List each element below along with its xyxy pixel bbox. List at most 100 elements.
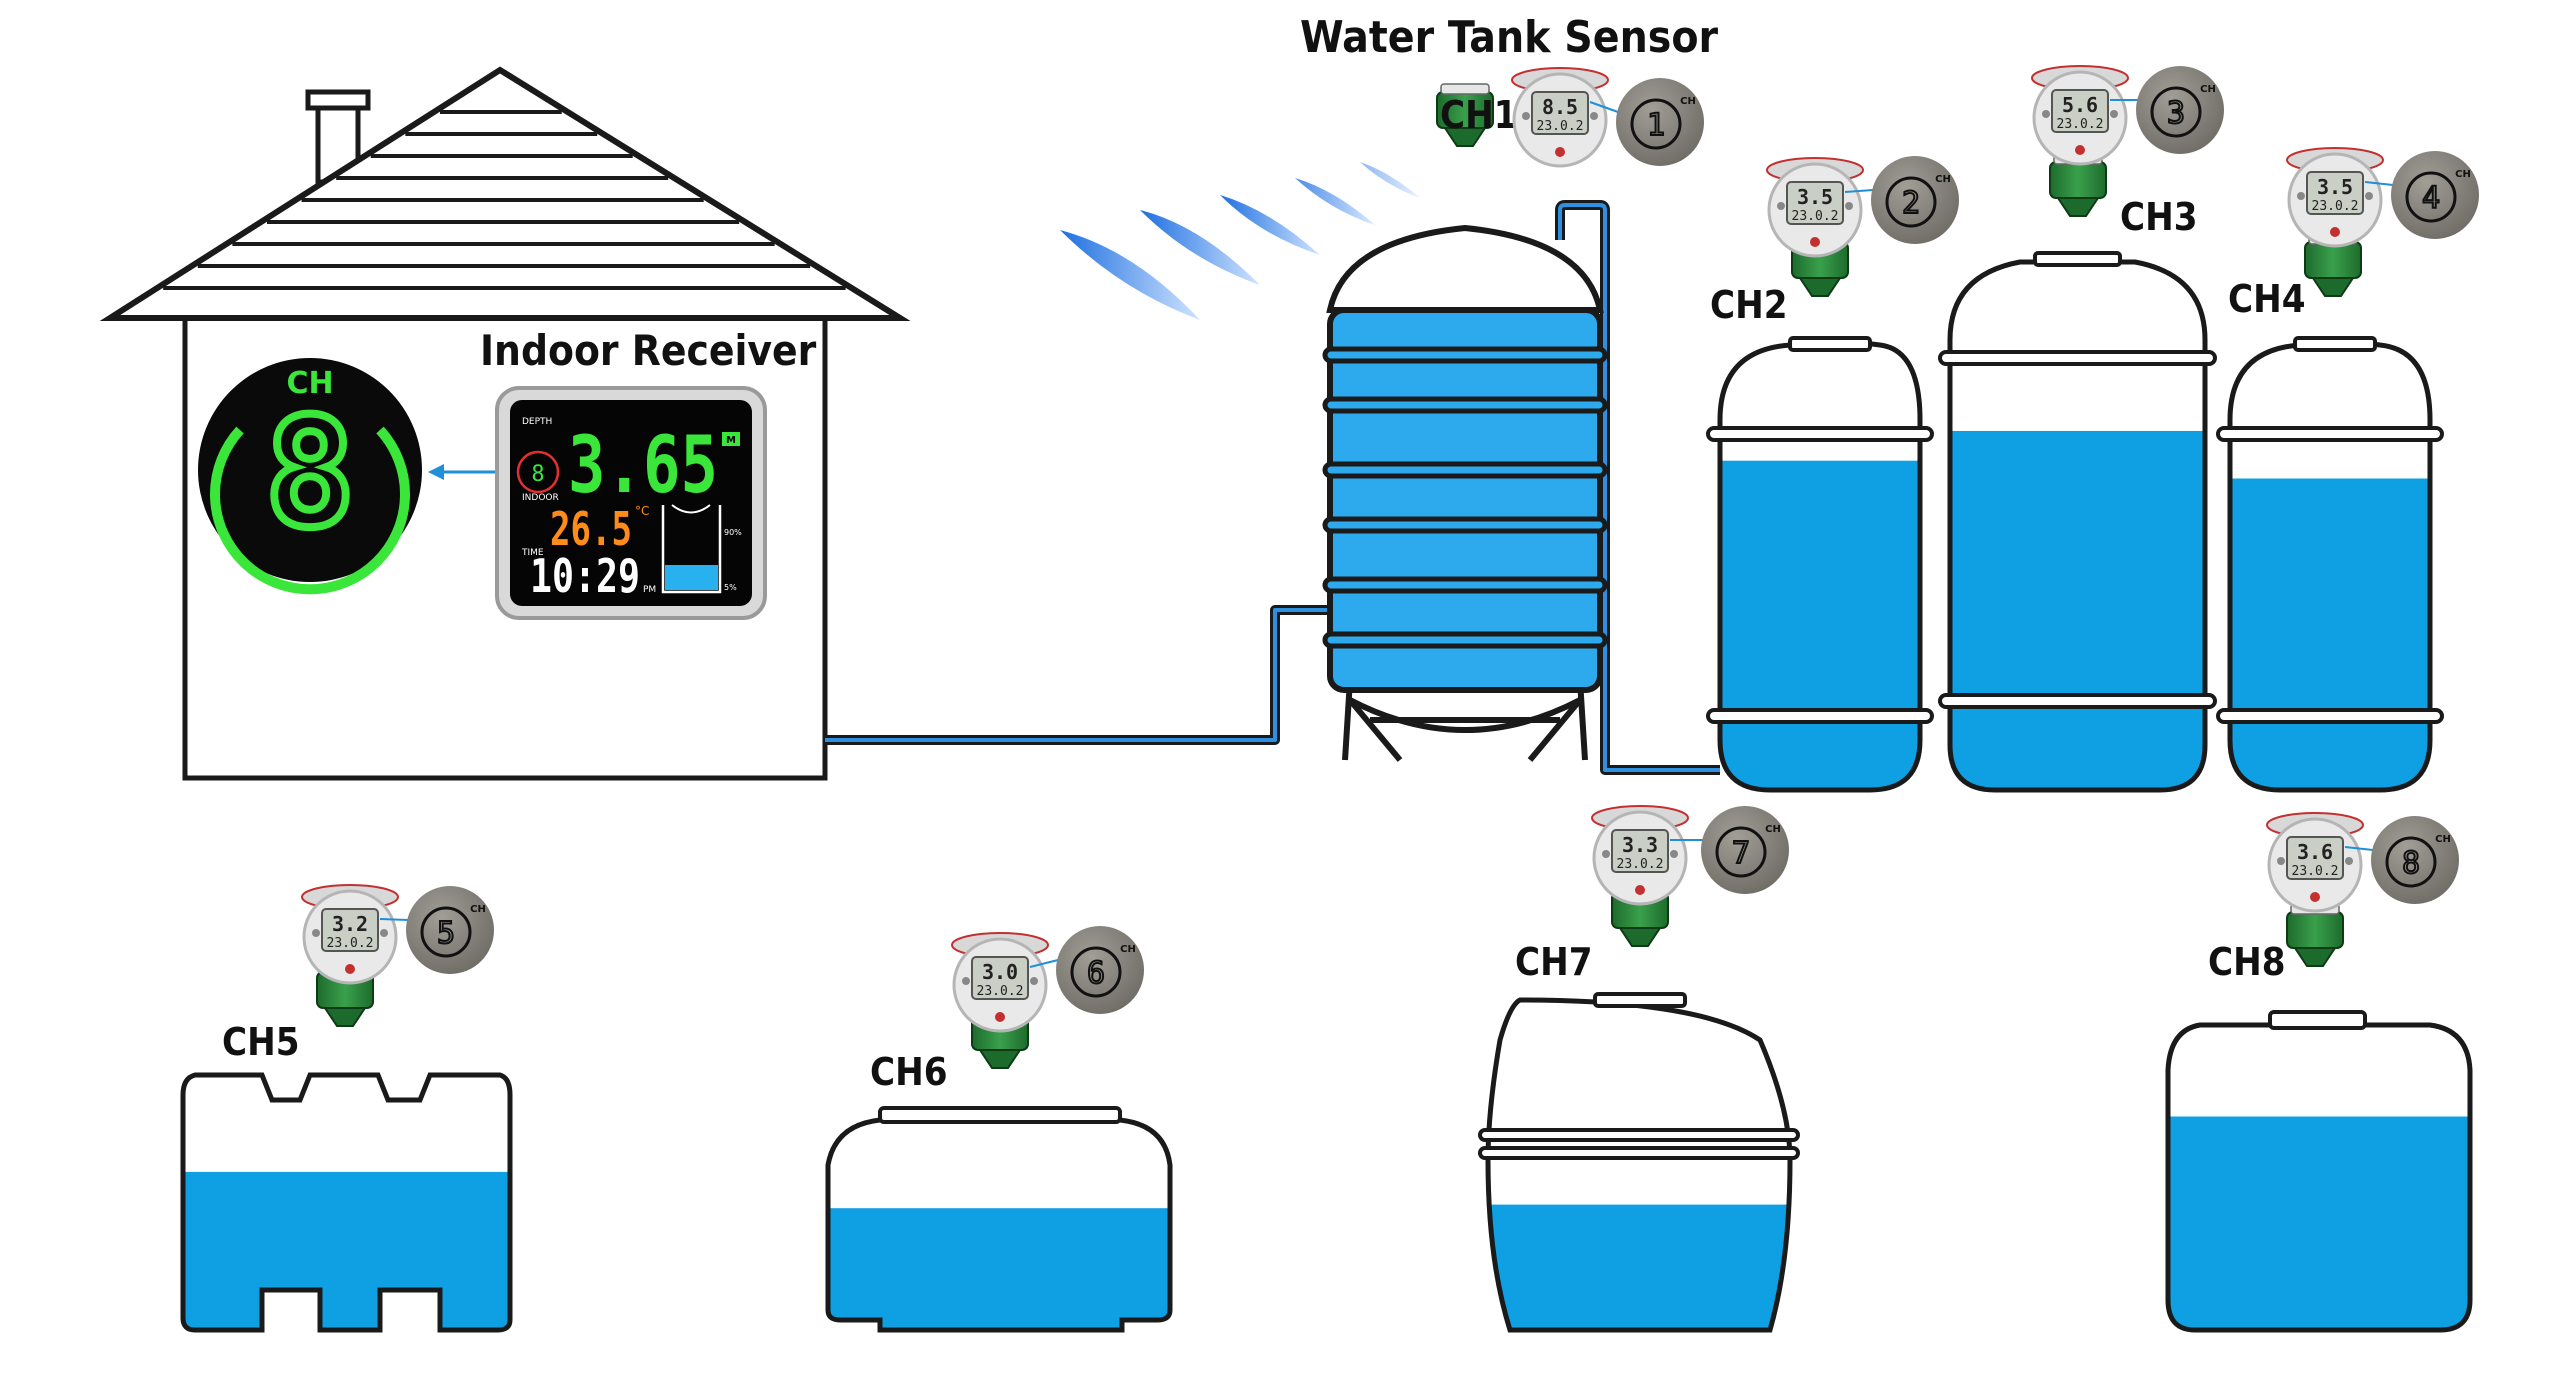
tank-stand-curve xyxy=(1348,697,1582,733)
tank-ch3-water xyxy=(1950,430,2205,790)
signal-arc-3 xyxy=(1220,195,1320,255)
sensor-label: CH6 xyxy=(870,1050,947,1094)
indoor-label: INDOOR xyxy=(522,493,559,503)
sensor-button xyxy=(1670,850,1678,858)
sensor-button xyxy=(2277,857,2285,865)
tank-ch3-neck xyxy=(2033,251,2122,267)
channel-badge-label: CH xyxy=(286,366,333,401)
tank-ch7-outline xyxy=(1485,997,1793,1333)
pipe-house-to-tank-outline xyxy=(825,605,1345,745)
sensor-channel-badge xyxy=(406,886,494,974)
receiver-ch-indicator xyxy=(516,450,560,494)
tank-ch2-outline xyxy=(1717,337,1923,793)
sensor-button xyxy=(2042,110,2050,118)
tank-ch7-band-1 xyxy=(1478,1128,1800,1142)
sensor-led xyxy=(1555,147,1565,157)
channel-badge-bg xyxy=(198,358,422,582)
sensor-label: CH1 xyxy=(1440,93,1517,137)
sensor-subreading: 23.0.2 xyxy=(1617,857,1664,872)
sensor-led xyxy=(2330,227,2340,237)
sensor-reading: 3.5 xyxy=(2317,175,2353,199)
sensor-label: CH5 xyxy=(222,1020,299,1064)
pipe-house-to-tank xyxy=(825,608,1345,742)
level-mark-high: 90% xyxy=(724,528,742,537)
time-value: 10:29 xyxy=(530,549,640,603)
pipe-tank-to-ch2 xyxy=(1558,203,1720,772)
tank-ch6-water xyxy=(828,1208,1170,1330)
tank-dome xyxy=(1326,224,1604,313)
tank-ch8 xyxy=(2165,1010,2473,1333)
sensor-channel-ring xyxy=(2150,86,2202,138)
sensor-cap-base xyxy=(1798,277,1842,297)
time-label: TIME xyxy=(521,548,544,558)
tank-ch2-band-top xyxy=(1706,426,1934,442)
sensor-channel-ring xyxy=(2405,171,2457,223)
tank-ch2-water xyxy=(1720,460,1920,790)
tank-ch5-outline xyxy=(180,1072,513,1333)
tank-ch8-neck xyxy=(2268,1010,2367,1030)
sensor-button xyxy=(1522,112,1530,120)
sensor-channel-digit: 8 xyxy=(2402,846,2420,881)
sensor-subreading: 23.0.2 xyxy=(977,984,1024,999)
tank-ch4 xyxy=(2216,336,2444,793)
temp-unit: °C xyxy=(635,504,649,518)
sensor-button xyxy=(380,929,388,937)
sensor-channel-ring xyxy=(1070,946,1122,998)
sensor-cap-base xyxy=(2311,277,2355,297)
sensor-device-screen xyxy=(2286,836,2344,880)
sensor-subreading: 23.0.2 xyxy=(2312,199,2359,214)
sensor-channel-ch: CH xyxy=(1935,174,1951,185)
tank-ch6-lid xyxy=(878,1106,1122,1124)
depth-label: DEPTH xyxy=(522,417,552,427)
sensor-device-screen xyxy=(2051,89,2109,133)
sensor-button xyxy=(312,929,320,937)
depth-value: 3.65 xyxy=(568,421,718,511)
sensor-channel-ring xyxy=(1630,98,1682,150)
ampm-label: PM xyxy=(643,585,656,595)
sensor-subreading: 23.0.2 xyxy=(1537,119,1584,134)
sensor-channel-ch: CH xyxy=(470,904,486,915)
tank-ch3-band-top xyxy=(1938,350,2217,366)
sensor-subreading: 23.0.2 xyxy=(2292,864,2339,879)
sensor-button xyxy=(2365,192,2373,200)
sensor-reading: 3.2 xyxy=(332,912,368,936)
tank-ch2 xyxy=(1706,336,1934,793)
tank-rib xyxy=(1322,461,1608,479)
sensor-reading: 3.5 xyxy=(1797,185,1833,209)
sensor-cap-head xyxy=(2049,161,2107,199)
receiver-screen xyxy=(510,400,752,606)
sensor-cap-head xyxy=(2286,911,2344,949)
sensor-reading: 3.6 xyxy=(2297,840,2333,864)
sensor-arrow xyxy=(2344,846,2374,851)
tank-rib xyxy=(1322,396,1608,414)
sensor-cap-base xyxy=(2056,197,2100,217)
tank-ch3 xyxy=(1938,251,2217,793)
sensor-channel-badge xyxy=(1056,926,1144,1014)
sensor-channel-digit: 7 xyxy=(1732,836,1750,871)
sensor-channel-ch: CH xyxy=(1765,824,1781,835)
tank-ch3-outline xyxy=(1947,259,2208,793)
signal-arc-5 xyxy=(1360,162,1420,198)
tanks xyxy=(180,251,2473,1333)
tank-ch7 xyxy=(1478,992,1800,1333)
sensor-channel-ch: CH xyxy=(1120,944,1136,955)
sensor-cap-base xyxy=(978,1049,1022,1069)
sensor-channel-digit: 6 xyxy=(1087,956,1105,991)
indoor-temp: 26.5 xyxy=(550,502,632,556)
chimney-cap xyxy=(305,89,371,111)
sensor-cap-base xyxy=(1443,127,1487,147)
sensor-channel-ch: CH xyxy=(2200,84,2216,95)
tank-ribs xyxy=(1322,346,1608,649)
tank-ch5-water xyxy=(183,1171,510,1330)
sensor-led xyxy=(1810,237,1820,247)
level-tank-icon xyxy=(661,505,722,594)
tank-ch2-neck xyxy=(1788,336,1872,352)
wireless-signal xyxy=(1060,162,1420,320)
